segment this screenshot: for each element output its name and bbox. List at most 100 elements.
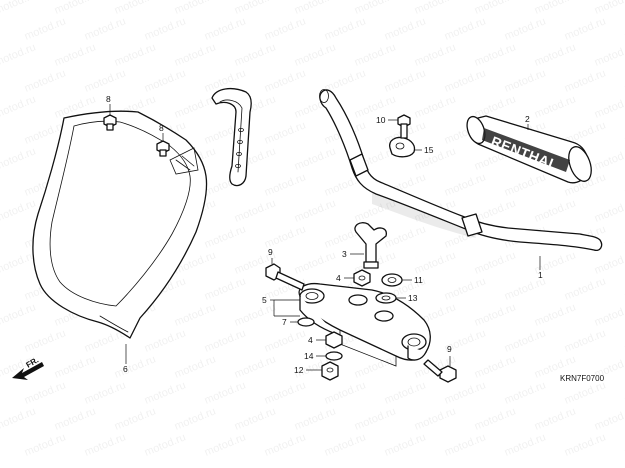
front-direction-arrow: FR. [12,355,44,380]
watermark-text: motod.ru [173,405,218,432]
watermark-text: motod.ru [143,327,188,354]
watermark-text: motod.ru [443,379,488,406]
watermark-text: motod.ru [263,327,308,354]
watermark-text: motod.ru [563,431,608,458]
watermark-text: motod.ru [503,379,548,406]
watermark-text: motod.ru [0,197,38,224]
diagram-code: KRN7F0700 [560,374,605,383]
nut-12 [321,361,339,381]
leader-lines [109,104,541,371]
watermark-text: motod.ru [173,41,218,68]
watermark-text: motod.ru [53,405,98,432]
watermark-text: motod.ru [503,67,548,94]
watermark-text: motod.ru [413,145,458,172]
watermark-text: motod.ru [473,0,518,17]
watermark-text: motod.ru [143,15,188,42]
watermark-text: motod.ru [233,405,278,432]
watermark-text: motod.ru [293,405,338,432]
watermark-text: motod.ru [323,15,368,42]
plate-bolt-right [156,140,170,157]
callout-4-upper: 4 [336,273,341,283]
watermark-text: motod.ru [23,431,68,458]
callout-7: 7 [282,317,287,327]
watermark-text: motod.ru [293,197,338,224]
watermark-text: motod.ru [503,431,548,458]
watermark-text: motod.ru [203,431,248,458]
watermark-text: motod.ru [413,41,458,68]
watermark-text: motod.ru [593,0,625,17]
watermark-text: motod.ru [263,15,308,42]
callout-8-right: 8 [159,123,164,133]
watermark-text: motod.ru [0,249,38,276]
watermark-text: motod.ru [263,119,308,146]
callout-9-left: 9 [268,247,273,257]
watermark-text: motod.ru [143,379,188,406]
watermark-text: motod.ru [473,353,518,380]
watermark-text: motod.ru [83,67,128,94]
watermark-text: motod.ru [413,93,458,120]
watermark-text: motod.ru [0,41,38,68]
watermark-text: motod.ru [233,197,278,224]
watermark-text: motod.ru [113,353,158,380]
watermark-text: motod.ru [293,0,338,17]
watermark-text: motod.ru [0,0,38,17]
watermark-text: motod.ru [413,0,458,17]
watermark-text: motod.ru [503,171,548,198]
watermark-text: motod.ru [173,0,218,17]
watermark-text: motod.ru [593,93,625,120]
watermark-text: motod.ru [473,301,518,328]
watermark-text: motod.ru [0,93,38,120]
watermark-text: motod.ru [473,197,518,224]
watermark-text: motod.ru [443,15,488,42]
watermark-text: motod.ru [293,249,338,276]
watermark-text: motod.ru [143,67,188,94]
watermark-text: motod.ru [323,431,368,458]
callouts: 8 8 6 10 15 2 1 3 4 11 13 9 5 7 4 14 12 … [106,94,543,375]
watermark-text: motod.ru [383,379,428,406]
watermark-text: motod.ru [503,327,548,354]
watermark-text: motod.ru [593,145,625,172]
watermark-text: motod.ru [593,41,625,68]
watermark-text: motod.ru [533,41,578,68]
callout-10: 10 [376,115,386,125]
watermark-text: motod.ru [233,353,278,380]
washer-7 [297,317,315,327]
watermark-text: motod.ru [353,0,398,17]
watermark-text: motod.ru [443,431,488,458]
watermark-text: motod.ru [503,15,548,42]
watermark-text: motod.ru [533,93,578,120]
handlebar-holder-lower [354,222,387,269]
watermark-text: motod.ru [83,379,128,406]
watermark-text: motod.ru [563,327,608,354]
watermark-text: motod.ru [563,15,608,42]
top-bridge [298,282,431,367]
watermark-text: motod.ru [383,431,428,458]
handlebar [319,89,603,252]
watermark-text: motod.ru [83,15,128,42]
watermark-text: motod.ru [443,275,488,302]
watermark-text: motod.ru [0,145,38,172]
plate-bolt-left [103,114,117,131]
watermark-text: motod.ru [173,353,218,380]
watermark-text: motod.ru [563,275,608,302]
watermark-text: motod.ru [593,249,625,276]
watermark-text: motod.ru [143,431,188,458]
watermark-text: motod.ru [263,431,308,458]
callout-6: 6 [123,364,128,374]
watermark-text: motod.ru [83,431,128,458]
watermark-text: motod.ru [0,301,38,328]
nut-4-lower [325,331,343,349]
watermark-text: motod.ru [353,41,398,68]
watermark-text: motod.ru [593,197,625,224]
watermark-text: motod.ru [23,15,68,42]
front-number-plate [32,87,252,339]
watermark-text: motod.ru [53,353,98,380]
watermark-text: motod.ru [413,249,458,276]
watermark-text: motod.ru [263,67,308,94]
watermark-text: motod.ru [113,405,158,432]
watermark-text: motod.ru [263,379,308,406]
watermark-text: motod.ru [533,197,578,224]
watermark-text: motod.ru [233,41,278,68]
callout-5: 5 [262,295,267,305]
